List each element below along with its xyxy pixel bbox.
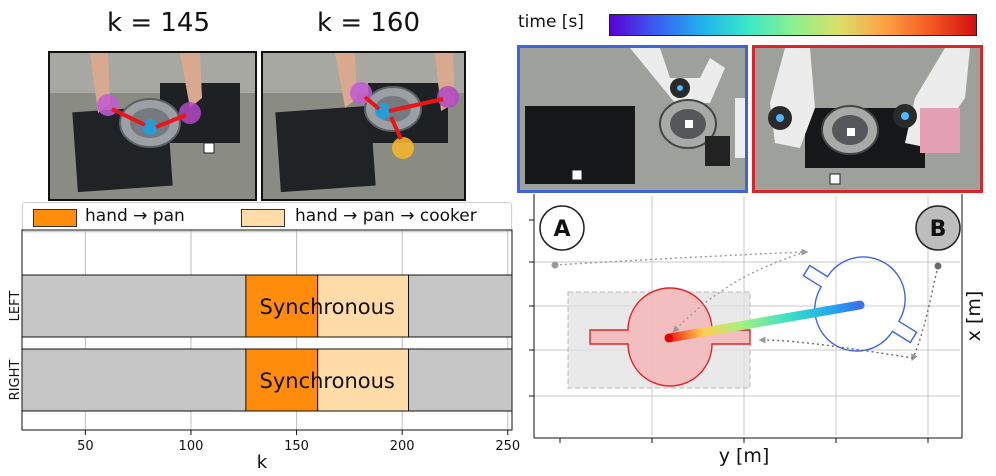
- timeline-x-axis-label: k: [257, 452, 268, 473]
- timeline-axes-frame: [21, 229, 513, 431]
- timeline-tick-label: 150: [284, 439, 309, 454]
- trajectory-plot: A B y [m] x [m]: [529, 194, 985, 467]
- marker-b-circle: [915, 205, 961, 251]
- camera-frame-left: [48, 51, 257, 201]
- frame-title-right: k = 160: [317, 8, 420, 38]
- timeline-segment-right-1: [317, 348, 410, 412]
- timeline-sync-label-left: Synchronous: [260, 295, 395, 319]
- marker-a-circle: [539, 205, 585, 251]
- trajectory-y-axis-label: x [m]: [963, 291, 985, 342]
- legend-label-hand-pan: hand → pan: [85, 206, 185, 226]
- timeline-tick-label: 250: [495, 439, 520, 454]
- legend: hand → pan hand → pan → cooker: [22, 202, 512, 232]
- robot-view-b: [752, 45, 983, 193]
- legend-swatch-hand-pan: [33, 209, 77, 227]
- hand-trajectory-right: [911, 265, 939, 362]
- hand-trajectory-lower: [758, 336, 914, 359]
- trajectory-axes: [529, 194, 963, 443]
- legend-swatch-hand-pan-cooker: [241, 209, 285, 227]
- timeline-tick-label: 100: [179, 439, 204, 454]
- timeline-tick-label: 200: [390, 439, 415, 454]
- start-point-right: [934, 262, 942, 270]
- timeline-tick-label: 50: [77, 439, 94, 454]
- frame-title-left: k = 145: [107, 8, 210, 38]
- timeline-segment-right-0: [245, 348, 319, 412]
- timeline-row-label-right: RIGHT: [8, 360, 23, 401]
- trajectory-x-axis-label: y [m]: [719, 445, 770, 467]
- pan-trajectory-start-dot: [665, 334, 673, 342]
- camera-frame-right: [261, 51, 466, 201]
- timeline-segment-left-0: [245, 274, 319, 338]
- colorbar-label: time [s]: [518, 12, 584, 32]
- timeline-sync-label-right: Synchronous: [260, 369, 395, 393]
- colorbar: [609, 14, 977, 36]
- legend-label-hand-pan-cooker: hand → pan → cooker: [295, 206, 477, 226]
- timeline-row-label-left: LEFT: [8, 291, 23, 322]
- timeline-segment-left-1: [317, 274, 410, 338]
- pan-trajectory: [664, 300, 865, 343]
- marker-a-label: A: [553, 217, 570, 242]
- robot-view-a: [517, 45, 748, 193]
- marker-b-label: B: [930, 217, 947, 242]
- start-point-left: [551, 261, 559, 269]
- hand-trajectory-upper: [554, 248, 809, 266]
